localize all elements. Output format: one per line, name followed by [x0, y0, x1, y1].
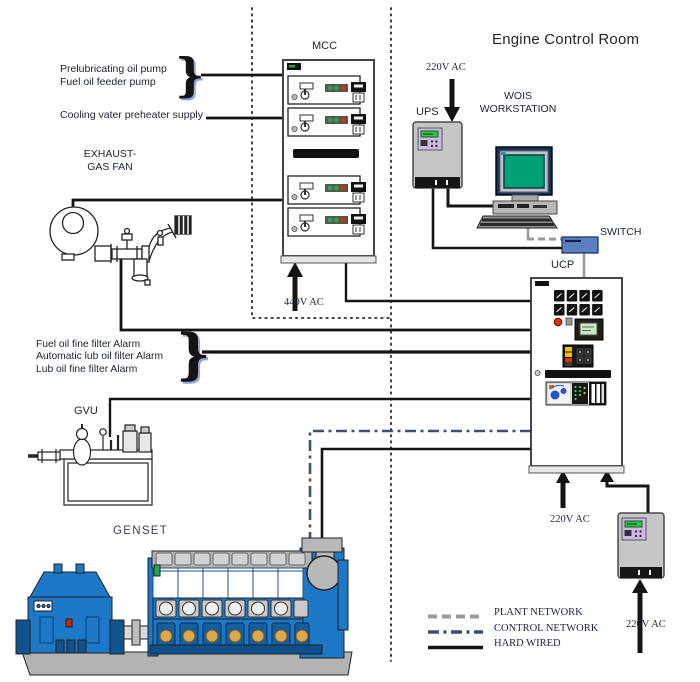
- ups-supply-label: 220V AC: [426, 62, 466, 73]
- arrow-220v-ups: [444, 79, 460, 122]
- wois-workstation-label: WOIS WORKSTATION: [479, 90, 557, 115]
- ucp-label: UCP: [551, 259, 575, 271]
- auto-lub-oil-filter-alarm-label: Automatic lub oil filter Alarm: [36, 351, 164, 363]
- engine-drawing: [147, 537, 349, 659]
- genset-label: GENSET: [113, 525, 169, 537]
- gvu-drawing: [28, 424, 153, 506]
- arrow-220v-ups2: [632, 579, 648, 653]
- network-switch: [561, 236, 599, 254]
- ucp-display-panel: [574, 318, 604, 341]
- mcc-busbar: [293, 149, 359, 158]
- fuel-oil-feeder-pump-label: Fuel oil feeder pump: [60, 76, 156, 88]
- mcc-drawer-modules: [287, 75, 366, 237]
- ups-unit: [412, 121, 463, 189]
- brace-icon: }: [176, 322, 211, 386]
- legend-line-samples: [428, 614, 483, 650]
- page-title: Engine Control Room: [492, 31, 640, 48]
- ucp-supply-label: 220V AC: [550, 514, 590, 525]
- ucp-terminal-strip: [545, 370, 611, 378]
- generator-drawing: [15, 563, 125, 655]
- fuel-oil-filter-alarm-label: Fuel oil fine filter Alarm: [36, 339, 141, 350]
- filter-alarm-labels: Fuel oil fine filter Alarm Automatic lub…: [36, 339, 163, 376]
- mcc-label: MCC: [312, 40, 338, 52]
- workstation-computer: [476, 146, 558, 229]
- legend-hard-wired-label: HARD WIRED: [494, 638, 561, 649]
- cooling-preheater-label: Cooling vater preheater supply: [60, 109, 204, 121]
- ucp-gauges: [554, 290, 603, 316]
- prelubricating-pump-label: Prelubricating oil pump: [60, 63, 167, 75]
- brace-icon: }: [175, 48, 205, 102]
- power-arrows: [287, 79, 648, 653]
- ucp-alarm-panel: [562, 344, 594, 368]
- ucp-controller-module: [545, 381, 607, 406]
- ucp-red-indicator: [553, 317, 563, 327]
- control-network-line: [308, 429, 531, 542]
- ups-label: UPS: [416, 106, 439, 118]
- lub-oil-filter-alarm-label: Lub oil fine filter Alarm: [36, 363, 138, 375]
- arrow-220v-ucp-left: [556, 470, 570, 508]
- zone-divider-dotted-lines: [251, 7, 392, 662]
- legend-control-network-label: CONTROL NETWORK: [494, 622, 599, 634]
- pump-feeder-labels: Prelubricating oil pump Fuel oil feeder …: [60, 63, 167, 89]
- mcc-cabinet: [280, 59, 377, 264]
- switch-label: SWITCH: [600, 226, 642, 238]
- keyboard: [476, 215, 558, 229]
- genset-drawing: [15, 537, 353, 676]
- ups2-unit: [617, 512, 665, 579]
- mcc-supply-label: 440V AC: [284, 297, 324, 308]
- arrow-ucp-right: [600, 470, 614, 482]
- gvu-label: GVU: [74, 405, 98, 417]
- ups2-supply-label: 220V AC: [626, 619, 666, 630]
- exhaust-gas-fan-drawing: [49, 206, 192, 286]
- turbocharger-icon: [306, 555, 342, 591]
- ucp-cabinet: [528, 277, 625, 474]
- legend-plant-network-label: PLANT NETWORK: [494, 607, 583, 618]
- arrow-440v-mcc: [287, 262, 303, 311]
- monitor-screen: [503, 154, 545, 189]
- exhaust-gas-fan-label: EXHAUST- GAS FAN: [83, 148, 137, 173]
